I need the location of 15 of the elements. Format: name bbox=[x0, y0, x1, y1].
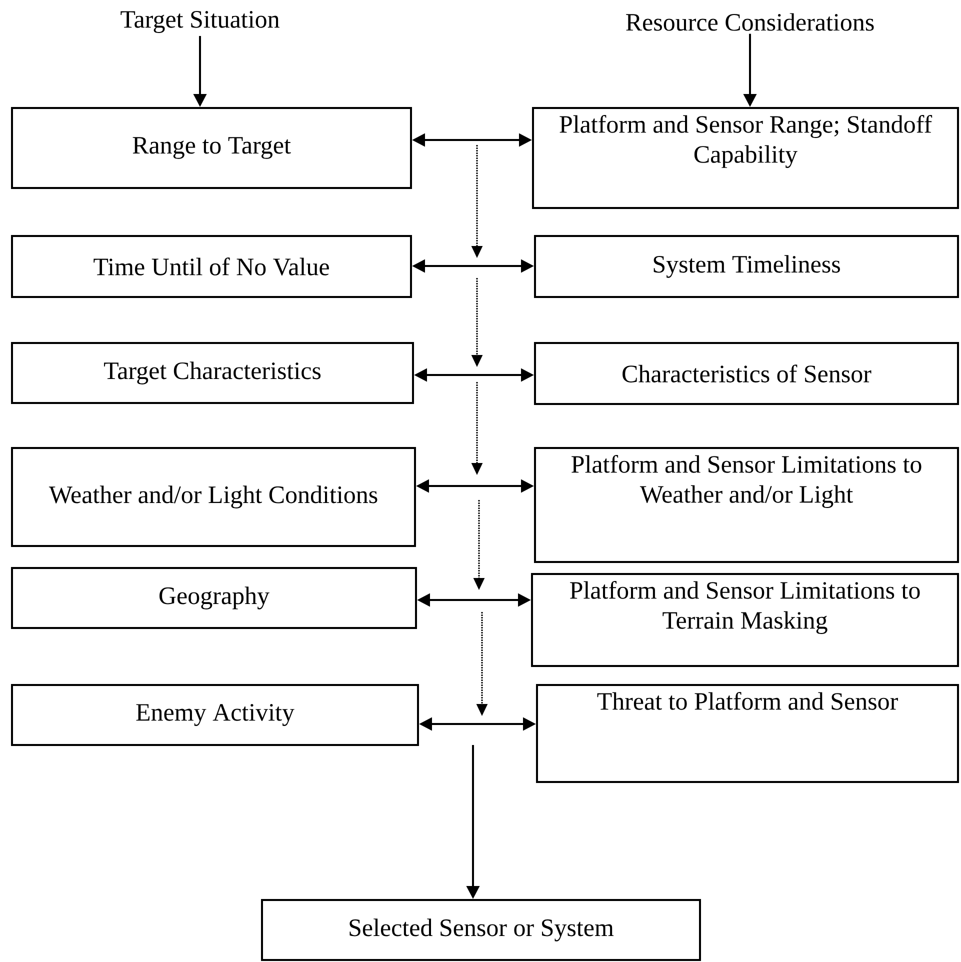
process-box: Selected Sensor or System bbox=[261, 899, 701, 961]
process-box: Platform and Sensor Limitations to Weather and/or Light bbox=[534, 447, 959, 563]
process-box: Platform and Sensor Range; Standoff Capability bbox=[532, 107, 959, 209]
process-box: Target Characteristics bbox=[11, 342, 414, 404]
process-box: Enemy Activity bbox=[11, 684, 419, 746]
process-box: Platform and Sensor Limitations to Terrain Masking bbox=[531, 573, 959, 667]
process-box: System Timeliness bbox=[534, 235, 959, 298]
process-box: Threat to Platform and Sensor bbox=[536, 684, 959, 783]
heading-text: Resource Considerations bbox=[626, 13, 874, 31]
process-box: Weather and/or Light Conditions bbox=[11, 447, 416, 547]
process-box: Geography bbox=[11, 567, 417, 629]
process-box: Characteristics of Sensor bbox=[534, 342, 959, 405]
heading-text: Target Situation bbox=[120, 11, 280, 33]
process-box: Range to Target bbox=[11, 107, 412, 189]
process-box: Time Until of No Value bbox=[11, 235, 412, 298]
